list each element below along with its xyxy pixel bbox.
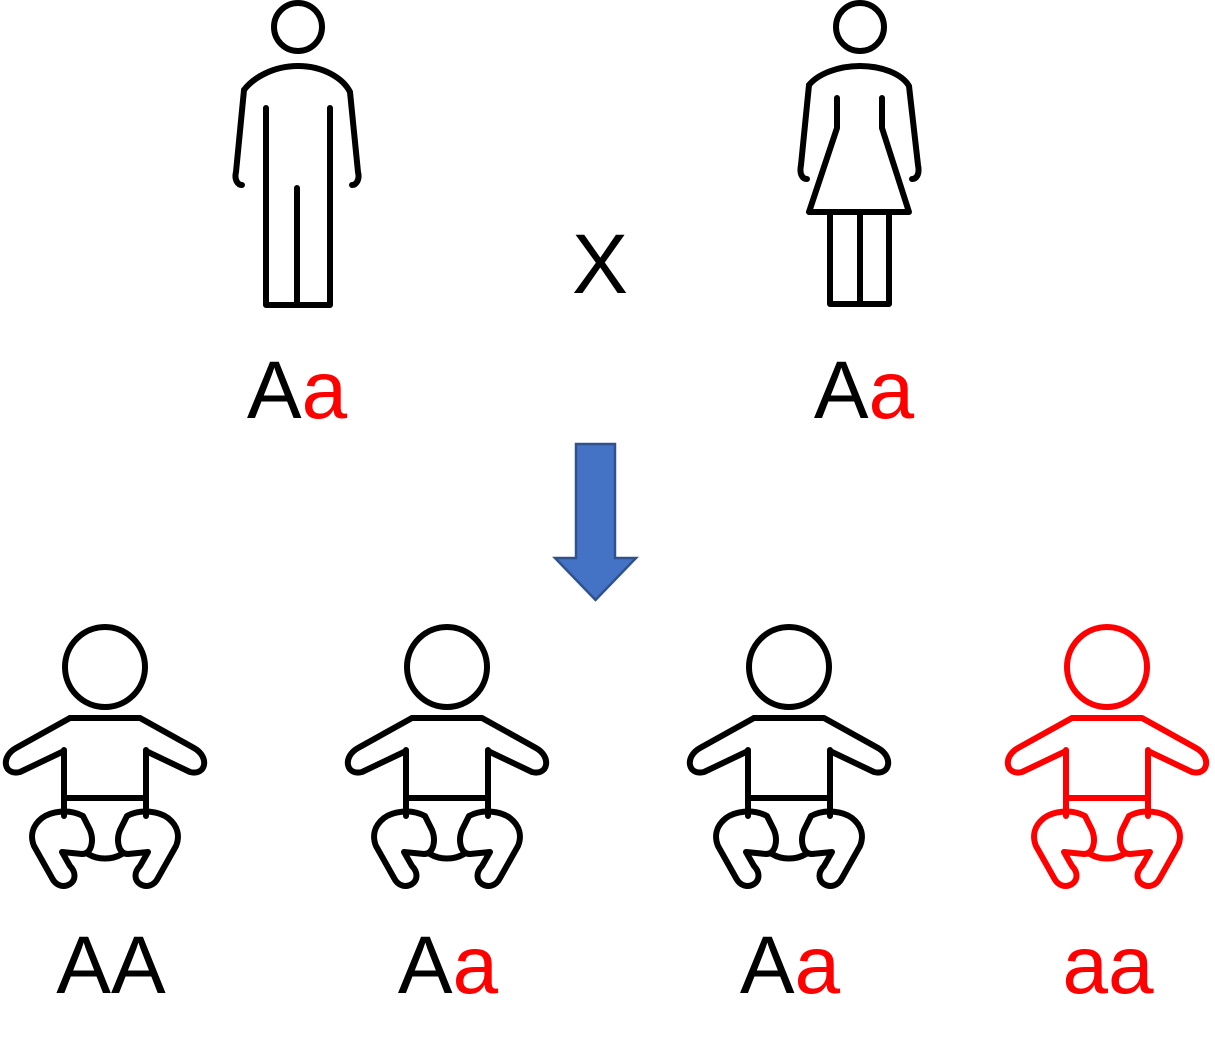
offspring-genotype-4: aa xyxy=(998,925,1215,1007)
baby-icon-1 xyxy=(3,624,207,889)
baby-icon-4 xyxy=(1005,624,1209,889)
allele-dominant: AA xyxy=(56,920,166,1011)
woman-icon xyxy=(797,0,922,307)
offspring-genotype-1: AA xyxy=(1,925,221,1007)
allele-dominant: A xyxy=(739,920,795,1011)
down-arrow-icon xyxy=(552,442,639,602)
parent-genotype-male: Aa xyxy=(187,350,407,432)
allele-recessive: a xyxy=(301,345,348,436)
offspring-genotype-3: Aa xyxy=(680,925,900,1007)
allele-dominant: A xyxy=(397,920,453,1011)
parent-genotype-female: Aa xyxy=(754,350,974,432)
baby-icon-3 xyxy=(687,624,891,889)
allele-recessive: a xyxy=(794,920,841,1011)
offspring-genotype-2: Aa xyxy=(338,925,558,1007)
allele-recessive: aa xyxy=(1062,920,1154,1011)
cross-symbol: X xyxy=(571,217,629,311)
allele-dominant: A xyxy=(813,345,869,436)
allele-dominant: A xyxy=(246,345,302,436)
baby-icon-2 xyxy=(345,624,549,889)
allele-recessive: a xyxy=(452,920,499,1011)
man-icon xyxy=(232,0,362,308)
allele-recessive: a xyxy=(868,345,915,436)
